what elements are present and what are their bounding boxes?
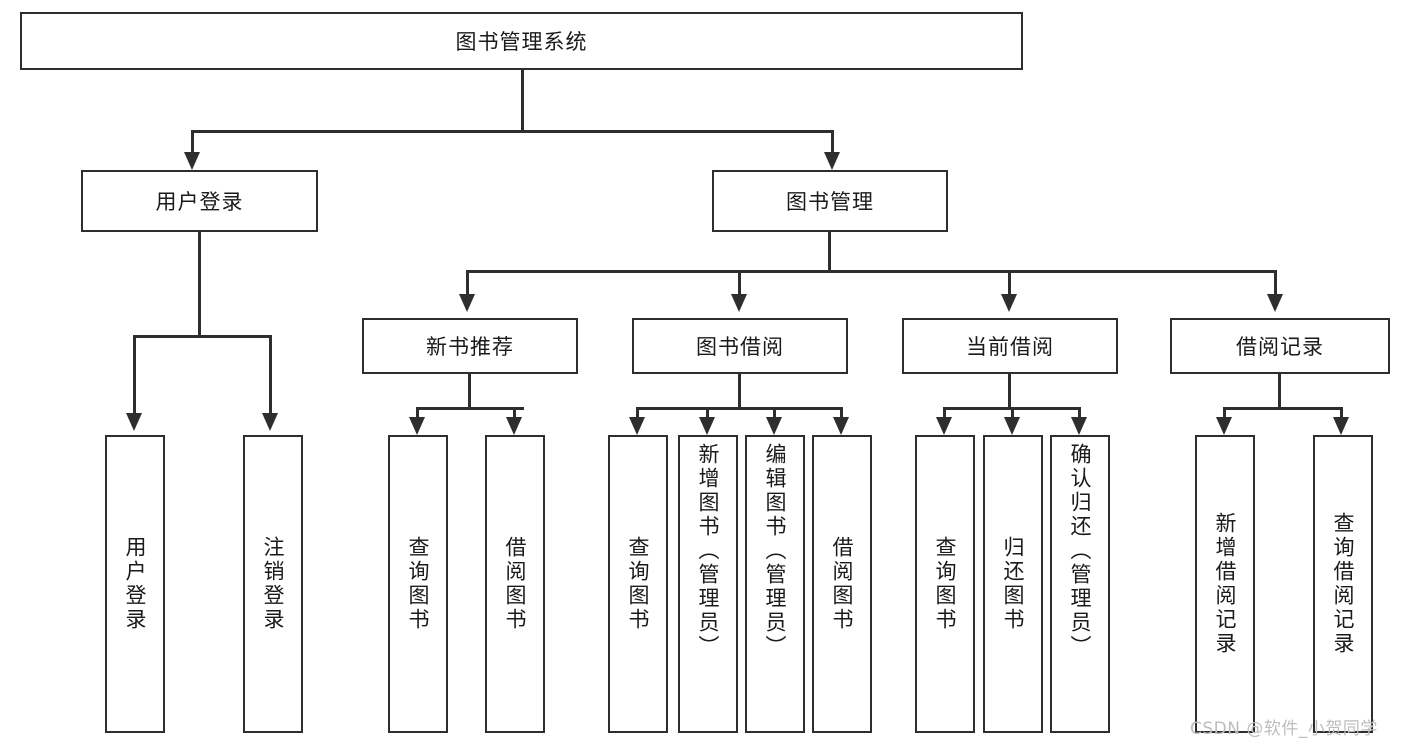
node-book-management[interactable]: 图书管理 (712, 170, 948, 232)
arrowhead-book-borrow-to-leaf-2 (699, 417, 715, 435)
node-label: 确认归还（管理员） (1068, 443, 1093, 659)
edge-book-borrow-to-leaf-1 (636, 407, 639, 421)
node-new-book-recommend[interactable]: 新书推荐 (362, 318, 578, 374)
edge-book-mgmt-stem (828, 232, 831, 273)
leaf-book-borrow-1[interactable]: 查询图书 (608, 435, 668, 733)
edge-current-borrow-to-leaf-1 (943, 407, 946, 421)
leaf-current-borrow-1[interactable]: 查询图书 (915, 435, 975, 733)
edge-current-borrow-to-leaf-2 (1011, 407, 1014, 421)
node-label: 归还图书 (1001, 536, 1026, 632)
leaf-borrow-record-2[interactable]: 查询借阅记录 (1313, 435, 1373, 733)
leaf-user-login-1[interactable]: 用户登录 (105, 435, 165, 733)
edge-user-login-bar (133, 335, 271, 338)
arrowhead-book-borrow-to-leaf-4 (833, 417, 849, 435)
leaf-new-book-2[interactable]: 借阅图书 (485, 435, 545, 733)
arrowhead-borrow-record-to-leaf-2 (1333, 417, 1349, 435)
leaf-borrow-record-1[interactable]: 新增借阅记录 (1195, 435, 1255, 733)
leaf-user-login-2[interactable]: 注销登录 (243, 435, 303, 733)
arrowhead-book-mgmt-to-borrow (731, 294, 747, 312)
leaf-new-book-1[interactable]: 查询图书 (388, 435, 448, 733)
arrowhead-book-borrow-to-leaf-1 (629, 417, 645, 435)
edge-root-bar (191, 130, 834, 133)
edge-book-mgmt-to-new-book (466, 270, 469, 298)
leaf-book-borrow-2[interactable]: 新增图书（管理员） (678, 435, 738, 733)
arrowhead-root-to-book-mgmt (824, 152, 840, 170)
node-label: 借阅图书 (503, 536, 528, 632)
node-label: 编辑图书（管理员） (763, 443, 788, 659)
node-label: 借阅记录 (1236, 335, 1324, 359)
node-label: 借阅图书 (830, 536, 855, 632)
node-current-borrow[interactable]: 当前借阅 (902, 318, 1118, 374)
arrowhead-new-book-to-leaf-1 (409, 417, 425, 435)
edge-book-borrow-to-leaf-4 (840, 407, 843, 421)
node-label: 当前借阅 (966, 335, 1054, 359)
arrowhead-book-mgmt-to-record (1267, 294, 1283, 312)
edge-root-to-user-login (191, 130, 194, 154)
edge-borrow-record-bar (1223, 407, 1343, 410)
edge-new-book-stem (468, 374, 471, 410)
edge-new-book-bar (416, 407, 524, 410)
edge-root-to-book-mgmt (831, 130, 834, 154)
edge-current-borrow-to-leaf-3 (1078, 407, 1081, 421)
leaf-current-borrow-3[interactable]: 确认归还（管理员） (1050, 435, 1110, 733)
edge-borrow-record-to-leaf-1 (1223, 407, 1226, 421)
node-label: 查询图书 (933, 536, 958, 632)
arrowhead-current-borrow-to-leaf-1 (936, 417, 952, 435)
node-borrow-record[interactable]: 借阅记录 (1170, 318, 1390, 374)
edge-book-mgmt-to-borrow (738, 270, 741, 298)
arrowhead-current-borrow-to-leaf-2 (1004, 417, 1020, 435)
edge-book-mgmt-to-current (1008, 270, 1011, 298)
node-label: 查询图书 (626, 536, 651, 632)
arrowhead-user-login-to-leaf-2 (262, 413, 278, 431)
arrowhead-book-borrow-to-leaf-3 (766, 417, 782, 435)
csdn-watermark: CSDN @软件_小贺同学 (1190, 719, 1378, 739)
node-root-system[interactable]: 图书管理系统 (20, 12, 1023, 70)
edge-new-book-to-leaf-2 (513, 407, 516, 421)
leaf-current-borrow-2[interactable]: 归还图书 (983, 435, 1043, 733)
node-label: 图书借阅 (696, 335, 784, 359)
arrowhead-new-book-to-leaf-2 (506, 417, 522, 435)
edge-borrow-record-stem (1278, 374, 1281, 410)
arrowhead-user-login-to-leaf-1 (126, 413, 142, 431)
edge-current-borrow-stem (1008, 374, 1011, 410)
node-label: 图书管理 (786, 190, 874, 214)
edge-user-login-stem (198, 232, 201, 337)
edge-borrow-record-to-leaf-2 (1340, 407, 1343, 421)
node-user-login[interactable]: 用户登录 (81, 170, 318, 232)
edge-book-borrow-to-leaf-2 (706, 407, 709, 421)
edge-book-borrow-stem (738, 374, 741, 410)
arrowhead-book-mgmt-to-new-book (459, 294, 475, 312)
edge-book-mgmt-bar (466, 270, 1277, 273)
node-book-borrow[interactable]: 图书借阅 (632, 318, 848, 374)
arrowhead-borrow-record-to-leaf-1 (1216, 417, 1232, 435)
edge-user-login-to-leaf-1 (133, 335, 136, 417)
node-label: 新书推荐 (426, 335, 514, 359)
node-label: 查询图书 (406, 536, 431, 632)
node-label: 注销登录 (261, 536, 286, 632)
leaf-book-borrow-3[interactable]: 编辑图书（管理员） (745, 435, 805, 733)
edge-root-stem (521, 70, 524, 132)
edge-book-mgmt-to-record (1274, 270, 1277, 298)
leaf-book-borrow-4[interactable]: 借阅图书 (812, 435, 872, 733)
edge-book-borrow-bar (636, 407, 842, 410)
arrowhead-root-to-user-login (184, 152, 200, 170)
edge-user-login-to-leaf-2 (269, 335, 272, 417)
edge-new-book-to-leaf-1 (416, 407, 419, 421)
arrowhead-book-mgmt-to-current (1001, 294, 1017, 312)
node-label: 新增图书（管理员） (696, 443, 721, 659)
node-label: 新增借阅记录 (1213, 512, 1238, 656)
node-label: 用户登录 (155, 190, 244, 214)
node-label: 查询借阅记录 (1331, 512, 1356, 656)
arrowhead-current-borrow-to-leaf-3 (1071, 417, 1087, 435)
node-label: 用户登录 (123, 536, 148, 632)
edge-book-borrow-to-leaf-3 (773, 407, 776, 421)
node-label: 图书管理系统 (455, 30, 588, 54)
